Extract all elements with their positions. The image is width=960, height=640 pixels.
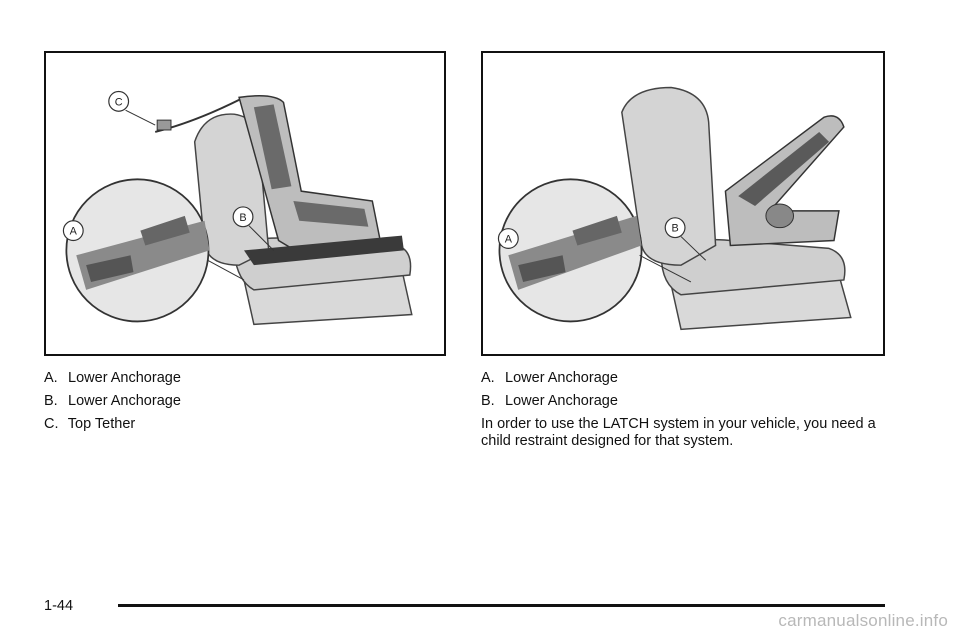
caption-item: A. Lower Anchorage <box>44 367 444 390</box>
caption-letter: C. <box>44 416 59 432</box>
caption-item: C. Top Tether <box>44 413 444 436</box>
caption-right: A. Lower Anchorage B. Lower Anchorage In… <box>481 367 885 450</box>
caption-letter: B. <box>481 393 495 409</box>
caption-item: B. Lower Anchorage <box>44 390 444 413</box>
callout-a-circle <box>497 228 519 249</box>
latch-paragraph: In order to use the LATCH system in your… <box>481 416 876 449</box>
callout-b-circle <box>232 206 254 228</box>
callout-c-label: C <box>115 96 123 108</box>
caption-letter: B. <box>44 393 58 409</box>
figure-right-seat-illustration: A B <box>481 51 885 356</box>
callout-b-circle <box>664 217 686 239</box>
caption-text: Lower Anchorage <box>505 370 618 386</box>
caption-left: A. Lower Anchorage B. Lower Anchorage C.… <box>44 367 444 436</box>
caption-letter: A. <box>44 370 58 386</box>
callout-c-circle <box>108 90 130 112</box>
caption-item: A. Lower Anchorage <box>481 367 885 390</box>
caption-letter: A. <box>481 370 495 386</box>
watermark: carmanualsonline.info <box>778 611 948 630</box>
caption-text: Lower Anchorage <box>505 393 618 409</box>
footer-divider <box>118 604 885 607</box>
caption-text: Top Tether <box>67 416 136 432</box>
caption-text: Lower Anchorage <box>68 370 181 386</box>
page-number: 1-44 <box>44 598 74 614</box>
callout-a-circle <box>62 220 84 242</box>
figure-left-seat-illustration: C A B <box>44 51 446 356</box>
callout-a-label: A <box>505 233 513 245</box>
caption-item: B. Lower Anchorage <box>481 390 885 413</box>
callout-a-label: A <box>70 226 78 238</box>
callout-b-label: B <box>239 212 246 224</box>
seat-latch-illustration-left: C A B <box>62 90 413 326</box>
seat-latch-illustration-right: A B <box>497 86 852 331</box>
callout-b-label: B <box>671 223 678 235</box>
caption-text: Lower Anchorage <box>68 393 181 409</box>
